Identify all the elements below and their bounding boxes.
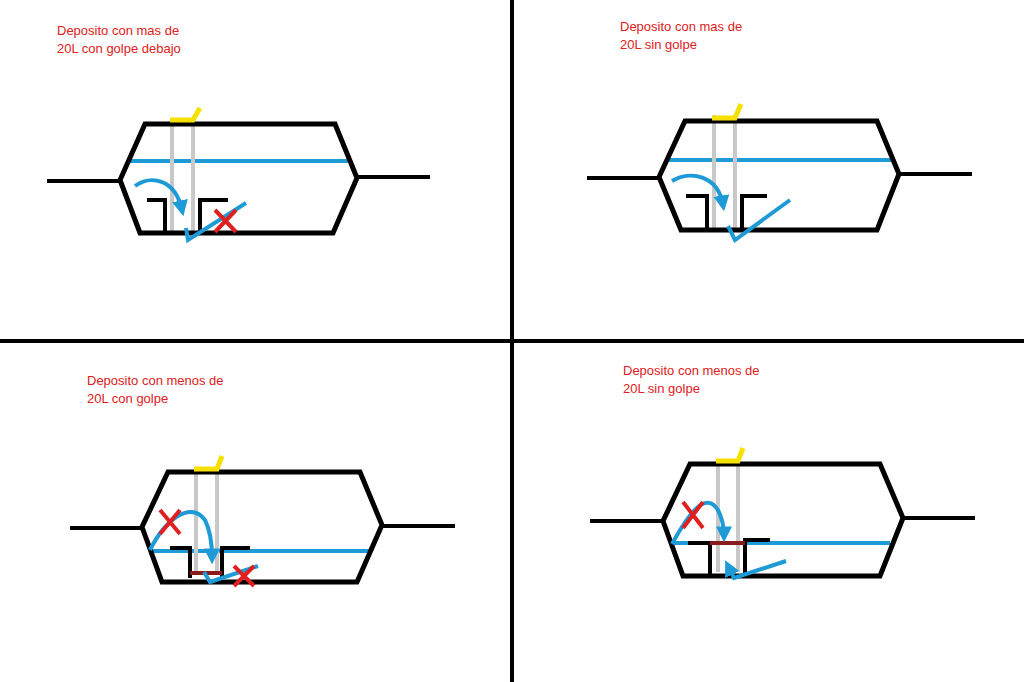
flow-line [728,200,790,240]
flow-arrow [672,176,723,205]
cap [194,456,222,469]
caption-label: Deposito con mas de 20L sin golpe [620,18,752,54]
caption-label: Deposito con menos de 20L sin golpe [623,362,771,398]
fill-tube [191,118,195,232]
cap [712,104,741,118]
caption-label: Deposito con menos de 20L con golpe [87,372,235,408]
water-level [127,159,352,163]
blocked-mark [160,510,180,534]
flow-arrow [672,503,724,544]
fill-tube [194,468,198,575]
side-pipe [590,519,663,523]
fill-tube [170,118,174,232]
flow-arrow [135,180,182,210]
tank-outline [120,124,357,233]
blocked-mark [234,566,254,586]
side-pipe [903,516,975,520]
side-pipe [47,179,120,183]
cap [716,448,743,461]
side-pipe [357,175,430,179]
tank-outline [659,121,899,230]
tank-outline [142,472,382,582]
cap [170,108,200,120]
flow-arrow [150,512,212,558]
fill-tube [733,115,737,230]
side-pipe [899,172,972,176]
water-level [668,158,892,162]
flow-line [728,561,786,578]
side-pipe [70,526,142,530]
side-pipe [382,524,455,528]
flow-line [186,203,246,240]
fill-tube [215,468,219,575]
blocked-mark [215,210,236,232]
caption-label: Deposito con mas de 20L con golpe debajo [57,22,189,58]
fill-tube [736,460,740,572]
tank-outline [663,464,903,576]
side-pipe [587,176,659,180]
valve-plate [710,541,745,545]
blocked-mark [683,502,703,528]
fill-tube [712,115,716,230]
divider [0,339,1024,343]
